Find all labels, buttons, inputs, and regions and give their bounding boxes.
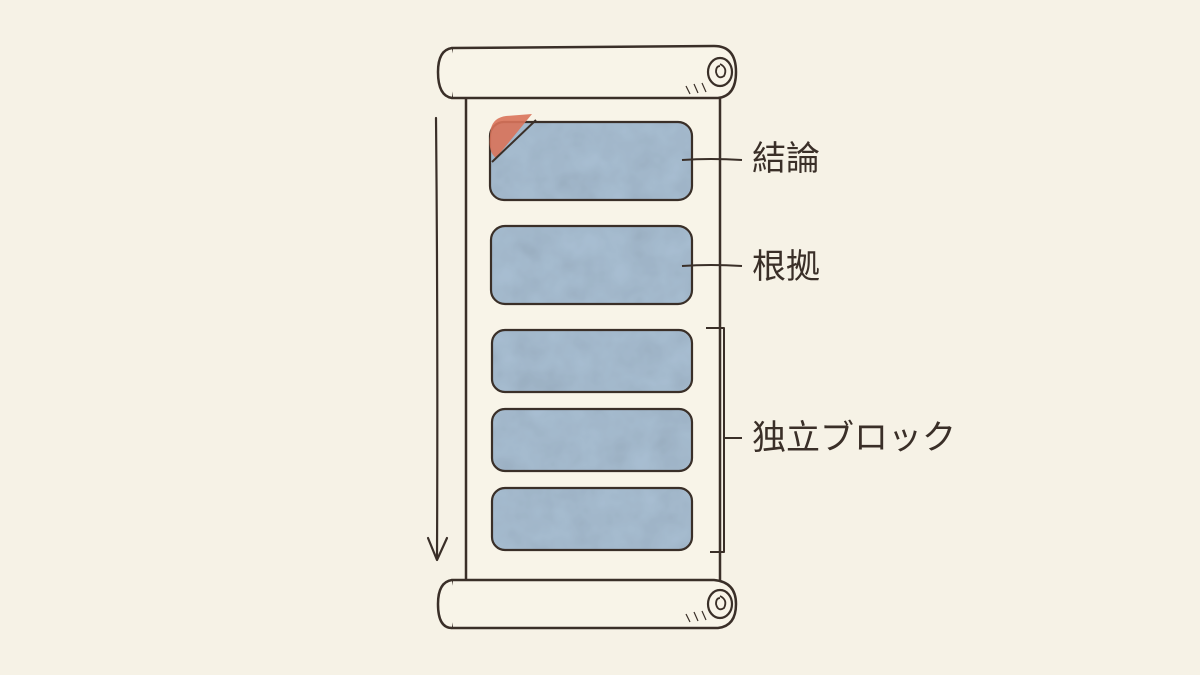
top-roller xyxy=(436,44,738,100)
down-arrow-icon xyxy=(426,116,449,562)
independent-blocks-bracket xyxy=(706,327,742,553)
evidence-label: 根拠 xyxy=(752,247,820,287)
accent-corner xyxy=(489,114,532,158)
conclusion-leader-line xyxy=(681,158,743,161)
conclusion-label: 結論 xyxy=(752,139,820,179)
independent-blocks-label: 独立ブロック xyxy=(752,418,956,458)
bottom-roller xyxy=(436,578,738,630)
independent-block-2 xyxy=(490,407,694,473)
conclusion-block xyxy=(488,114,694,202)
independent-block-1 xyxy=(490,328,694,394)
evidence-leader-line xyxy=(681,264,743,267)
evidence-block xyxy=(489,224,694,306)
independent-block-3 xyxy=(490,486,694,552)
